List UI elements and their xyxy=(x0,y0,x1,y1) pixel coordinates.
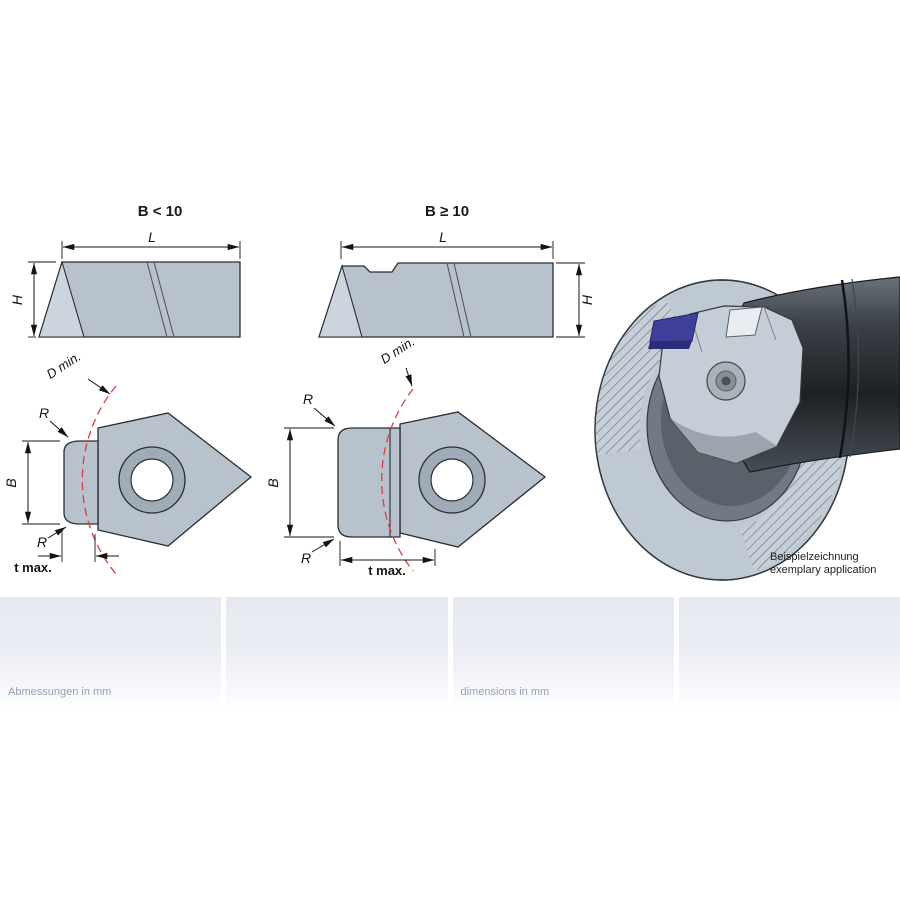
dim-H-left: H xyxy=(9,261,56,338)
insert-front-view-right xyxy=(337,388,547,572)
dim-label-B: B xyxy=(265,478,281,487)
callout-dmin-left: D min. xyxy=(44,349,111,395)
dim-label-R: R xyxy=(39,405,49,421)
application-caption-de: Beispielzeichnung xyxy=(770,551,859,563)
clamp-shadow-face xyxy=(670,418,777,463)
bar-groove xyxy=(838,279,850,459)
facet-line xyxy=(446,262,465,338)
bar-groove-highlight xyxy=(849,278,860,458)
insert-front-view-left xyxy=(63,385,253,575)
dim-L-left: L xyxy=(61,229,241,259)
cutting-face-facet xyxy=(38,260,85,338)
dim-label-R: R xyxy=(301,550,311,566)
insert-plate xyxy=(725,306,763,338)
variant-title-left: B < 10 xyxy=(138,203,183,220)
dim-label-H: H xyxy=(9,294,25,305)
footer-band: Abmessungen in mm dimensions in mm xyxy=(0,597,900,710)
footer-panel-3: dimensions in mm xyxy=(452,597,674,710)
dim-label-dmin: D min. xyxy=(44,349,84,382)
application-render: Beispielzeichnung exemplary application xyxy=(594,276,900,581)
drawing-variant-b-ge-10: B ≥ 10 L H xyxy=(265,203,595,578)
dim-tmax-right: t max. xyxy=(339,541,436,578)
mounting-hole xyxy=(130,458,174,502)
cutting-face-facet xyxy=(318,264,363,338)
blade-side-view-right xyxy=(318,262,554,338)
technical-drawing-canvas: B < 10 L H xyxy=(3,203,900,581)
callout-R-top-right: R xyxy=(303,391,336,427)
callout-R-top-left: R xyxy=(39,405,69,438)
dim-label-R: R xyxy=(303,391,313,407)
units-note-de: Abmessungen in mm xyxy=(8,686,112,698)
drawing-variant-b-lt-10: B < 10 L H xyxy=(3,203,253,575)
dim-label-H: H xyxy=(579,294,595,305)
units-note-en: dimensions in mm xyxy=(460,686,550,698)
dim-label-tmax: t max. xyxy=(14,560,52,575)
d-min-bore-arc xyxy=(81,385,117,575)
dim-B-right: B xyxy=(265,427,334,538)
dim-label-R: R xyxy=(37,534,47,550)
clamp-block xyxy=(337,427,401,538)
dim-tmax-left: t max. xyxy=(14,529,119,575)
dim-H-right: H xyxy=(556,262,595,338)
dim-label-L: L xyxy=(439,229,447,245)
application-caption-en: exemplary application xyxy=(770,564,876,576)
dim-label-L: L xyxy=(148,229,156,245)
insert-tip-side xyxy=(648,341,692,349)
clamp-screw-center xyxy=(721,376,731,386)
dim-B-left: B xyxy=(3,440,60,525)
variant-title-right: B ≥ 10 xyxy=(425,203,469,220)
dim-label-dmin: D min. xyxy=(378,334,418,367)
dim-label-tmax: t max. xyxy=(368,563,406,578)
facet-line xyxy=(153,261,175,338)
blade-side-view-left xyxy=(38,260,241,338)
dim-label-B: B xyxy=(3,478,19,487)
clamp-nub xyxy=(63,440,99,525)
mounting-hole xyxy=(430,458,474,502)
insert-clamp-head xyxy=(648,305,804,464)
dim-L-right: L xyxy=(340,229,554,259)
footer-panel-2 xyxy=(226,597,448,710)
footer-panel-4 xyxy=(678,597,900,710)
footer-panel-1: Abmessungen in mm xyxy=(0,597,222,710)
facet-line xyxy=(453,262,472,338)
facet-line xyxy=(146,261,168,338)
callout-R-bottom-right: R xyxy=(301,538,335,566)
callout-R-bottom-left: R xyxy=(37,526,67,550)
d-min-bore-arc xyxy=(381,388,414,572)
blade-outline xyxy=(318,262,554,338)
callout-dmin-right: D min. xyxy=(378,334,418,387)
